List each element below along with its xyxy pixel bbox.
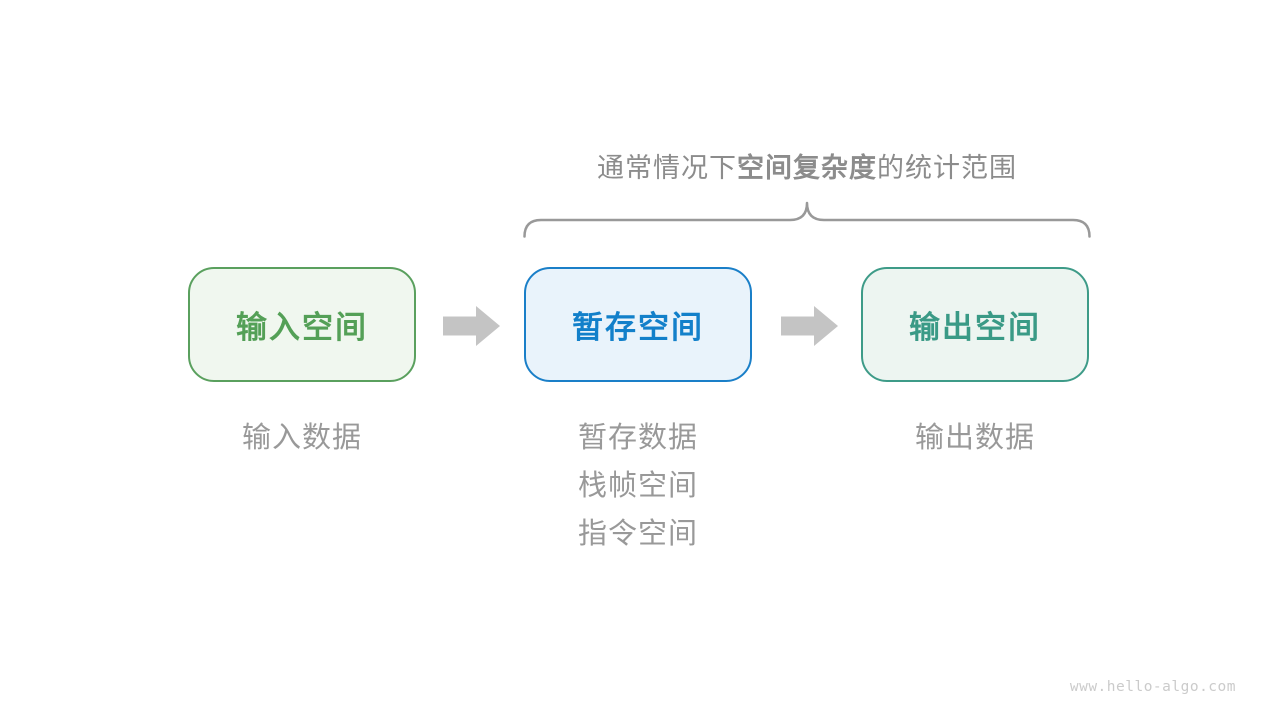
buffer-space-label: 暂存空间 bbox=[572, 310, 704, 345]
output-space-notes: 输出数据 bbox=[861, 414, 1089, 462]
title-suffix: 的统计范围 bbox=[877, 153, 1017, 183]
output-space-box: 输出空间 bbox=[861, 267, 1089, 382]
arrow-right-icon bbox=[443, 306, 500, 346]
note-line: 输入数据 bbox=[241, 422, 362, 454]
arrow-right-icon bbox=[781, 306, 838, 346]
output-space-label: 输出空间 bbox=[909, 310, 1041, 345]
input-space-notes: 输入数据 bbox=[188, 414, 416, 462]
note-line: 输出数据 bbox=[914, 422, 1035, 454]
note-line: 指令空间 bbox=[577, 518, 698, 550]
note-line: 暂存数据 bbox=[577, 422, 698, 454]
watermark: www.hello-algo.com bbox=[1069, 679, 1236, 695]
title-emphasis: 空间复杂度 bbox=[737, 153, 877, 183]
input-space-label: 输入空间 bbox=[236, 310, 368, 345]
diagram-title: 通常情况下空间复杂度的统计范围 bbox=[523, 146, 1091, 185]
buffer-space-notes: 暂存数据 栈帧空间 指令空间 bbox=[524, 414, 752, 558]
buffer-space-box: 暂存空间 bbox=[524, 267, 752, 382]
title-prefix: 通常情况下 bbox=[597, 153, 737, 183]
curly-brace-icon bbox=[523, 201, 1091, 238]
note-line: 栈帧空间 bbox=[577, 470, 698, 502]
input-space-box: 输入空间 bbox=[188, 267, 416, 382]
